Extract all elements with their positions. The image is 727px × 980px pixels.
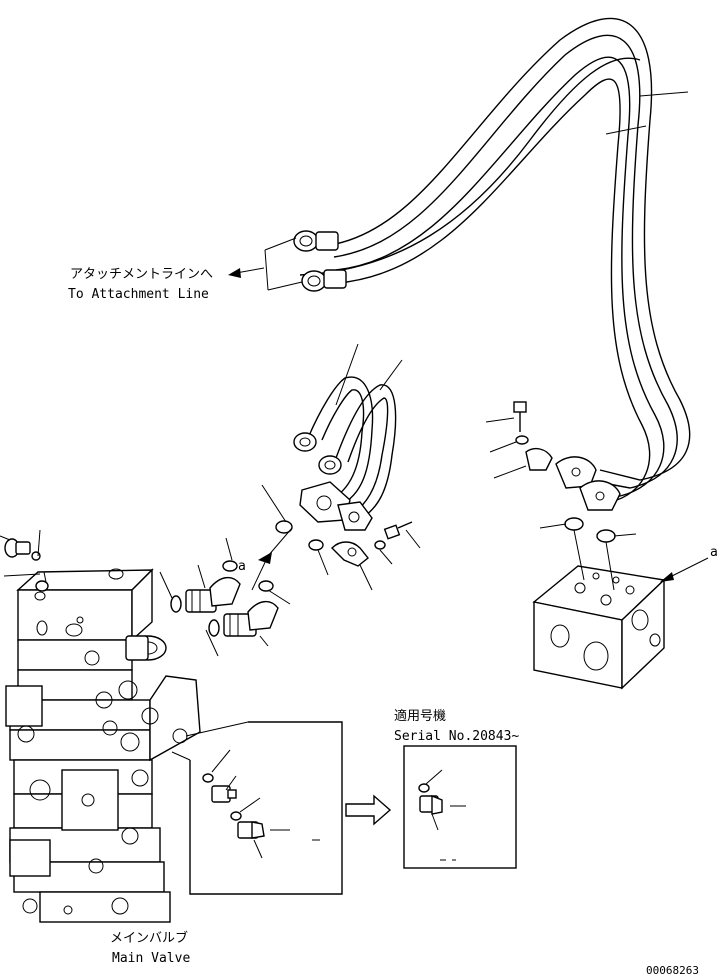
attachment-line-label-jp: アタッチメントラインへ	[70, 267, 213, 282]
elbow-fitting-small	[419, 794, 443, 815]
o-ring	[258, 580, 274, 592]
leader-line	[43, 571, 47, 583]
leader-line	[431, 813, 439, 831]
leader-line	[261, 484, 287, 523]
detail-box-current	[171, 721, 343, 895]
reference-a-label: a	[238, 559, 246, 574]
attachment-line-label-en: To Attachment Line	[68, 287, 209, 302]
elbow-fitting-upper	[185, 577, 241, 613]
hose-fitting-lower	[301, 269, 347, 292]
leader-line	[405, 529, 421, 549]
main-valve-fitting	[125, 635, 167, 661]
leader-line	[317, 549, 329, 576]
o-ring	[564, 517, 584, 531]
main-valve	[5, 568, 201, 923]
middle-hose-fitting-upper	[293, 432, 317, 452]
leader-line	[264, 249, 269, 291]
elbow-fitting-small	[237, 821, 265, 839]
leader-line	[379, 549, 393, 565]
manifold-block	[532, 565, 666, 690]
o-ring	[208, 619, 220, 637]
leader-line	[489, 441, 517, 453]
leader-line	[359, 564, 373, 591]
arrow-left-icon	[228, 267, 265, 278]
leader-line	[573, 529, 585, 581]
leader-line	[159, 571, 173, 599]
o-ring	[308, 539, 324, 551]
leader-line	[379, 359, 403, 391]
middle-hose-assembly	[307, 376, 397, 521]
manifold-flange-fittings	[555, 456, 621, 511]
elbow-fitting-lower	[223, 601, 279, 637]
middle-hose-fitting-lower	[318, 455, 342, 475]
leader-line	[613, 533, 637, 537]
hollow-arrow-right-icon	[345, 794, 392, 826]
bolt	[513, 401, 553, 471]
leader-line	[37, 529, 41, 557]
clamp	[331, 541, 369, 567]
leader-line	[0, 535, 11, 541]
small-fitting	[35, 580, 49, 592]
main-valve-label-en: Main Valve	[112, 951, 190, 966]
detail-box-serial	[403, 745, 517, 869]
split-flange	[299, 481, 373, 531]
straight-fitting	[211, 785, 237, 803]
drawing-number: 00068263	[646, 964, 699, 977]
leader-line	[225, 537, 233, 561]
leader-line	[211, 749, 231, 773]
long-hose-assembly	[299, 17, 691, 506]
leader-line	[539, 523, 567, 529]
leader-line	[3, 573, 41, 577]
serial-label-jp: 適用号機	[394, 708, 446, 724]
leader-line	[253, 839, 263, 859]
leader-line	[605, 541, 615, 591]
hose-fitting-upper	[293, 230, 339, 252]
leader-line	[485, 417, 515, 423]
o-ring	[170, 595, 182, 613]
leader-line	[639, 91, 689, 97]
reference-a-manifold: a	[660, 545, 718, 582]
bolt	[374, 521, 413, 550]
serial-label-en: Serial No.20843~	[394, 729, 519, 744]
leader-line	[335, 343, 359, 406]
leader-line	[239, 797, 261, 813]
leader-line	[605, 125, 647, 135]
reference-a-middle: a	[238, 527, 293, 591]
main-valve-label-jp: メインバルブ	[110, 930, 188, 946]
leader-line	[493, 465, 527, 479]
leader-line	[205, 629, 219, 657]
small-fitting	[4, 538, 41, 561]
leader-line	[197, 564, 206, 589]
leader-line	[267, 281, 303, 291]
leader-line	[225, 775, 237, 791]
reference-a-label: a	[710, 545, 718, 560]
o-ring	[275, 520, 293, 534]
leader-line	[267, 589, 291, 605]
o-ring	[596, 529, 616, 543]
o-ring	[222, 560, 238, 572]
leader-line	[264, 237, 297, 251]
leader-line	[425, 769, 443, 785]
leader-line	[259, 635, 269, 647]
